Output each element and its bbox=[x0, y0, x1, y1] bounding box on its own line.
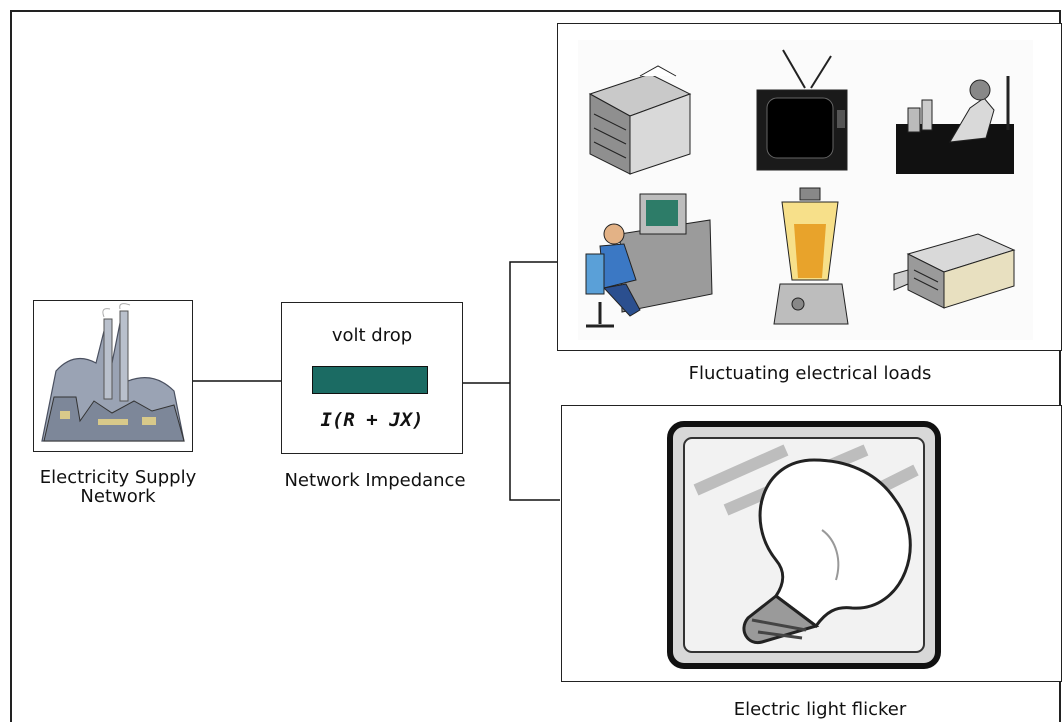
impedance-formula: I(R + JX) bbox=[320, 409, 424, 431]
blender-icon bbox=[773, 187, 849, 325]
supply-network-box bbox=[33, 300, 193, 452]
loads-box bbox=[557, 23, 1062, 351]
diagram-frame bbox=[10, 10, 1061, 722]
power-plant-icon bbox=[34, 301, 190, 449]
impedance-label: Network Impedance bbox=[284, 470, 466, 491]
welder-icon bbox=[896, 76, 1014, 174]
loads-label: Fluctuating electrical loads bbox=[688, 363, 932, 384]
volt-drop-label: volt drop bbox=[331, 325, 413, 346]
flicker-label: Electric light flicker bbox=[733, 699, 907, 720]
photocopier-icon bbox=[588, 65, 692, 175]
printer-icon bbox=[893, 233, 1016, 309]
supply-label-line2: Network bbox=[80, 486, 156, 507]
flicker-box bbox=[561, 405, 1062, 682]
computer-user-icon bbox=[585, 193, 713, 328]
television-icon bbox=[756, 49, 848, 171]
light-bulb-icon bbox=[667, 421, 941, 669]
impedance-block bbox=[312, 366, 428, 394]
supply-label-line1: Electricity Supply bbox=[39, 467, 197, 488]
